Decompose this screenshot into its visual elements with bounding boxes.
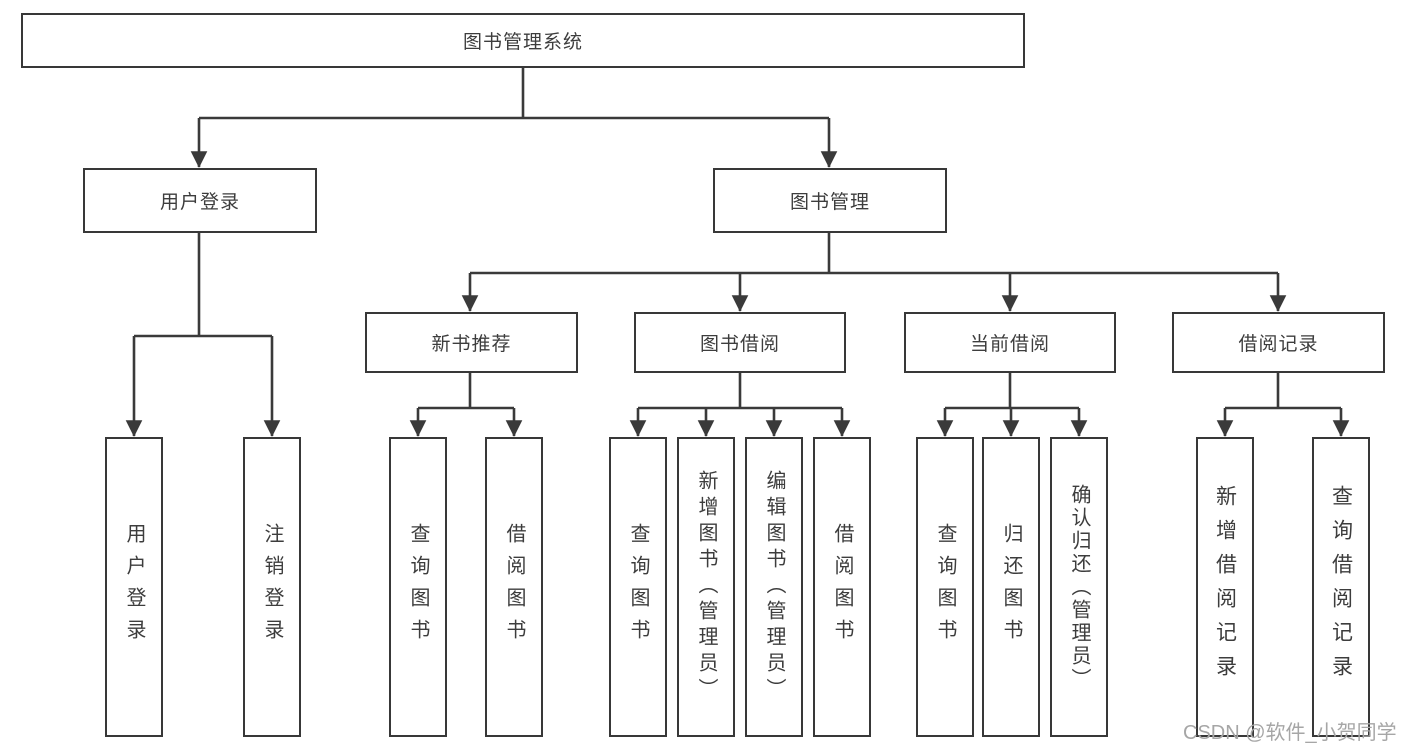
- node-current-borrowing-label: 当前借阅: [969, 334, 1050, 355]
- leaf-query-borrow-record: 查询借阅记录: [1312, 437, 1370, 737]
- leaf-logout: 注销登录: [243, 437, 301, 737]
- leaf-user-login-label: 用户登录: [123, 523, 145, 651]
- node-new-book-recommend: 新书推荐: [365, 312, 578, 373]
- leaf-query-books-current-label: 查询图书: [934, 523, 956, 651]
- leaf-borrow-books-borrowing-label: 借阅图书: [831, 523, 853, 651]
- leaf-confirm-return-admin-label: 确认归还（管理员）: [1068, 483, 1090, 691]
- leaf-user-login: 用户登录: [105, 437, 163, 737]
- leaf-edit-books-admin-label: 编辑图书（管理员）: [763, 470, 785, 704]
- leaf-edit-books-admin: 编辑图书（管理员）: [745, 437, 803, 737]
- node-book-management: 图书管理: [713, 168, 947, 233]
- leaf-confirm-return-admin: 确认归还（管理员）: [1050, 437, 1108, 737]
- node-borrowing-records-label: 借阅记录: [1238, 334, 1319, 355]
- leaf-borrow-books-borrowing: 借阅图书: [813, 437, 871, 737]
- leaf-query-borrow-record-label: 查询借阅记录: [1329, 485, 1353, 689]
- leaf-query-books-borrowing: 查询图书: [609, 437, 667, 737]
- leaf-query-books-borrowing-label: 查询图书: [627, 523, 649, 651]
- node-book-borrowing-label: 图书借阅: [699, 334, 780, 355]
- node-user-login: 用户登录: [83, 168, 317, 233]
- node-user-login-label: 用户登录: [159, 192, 240, 213]
- node-current-borrowing: 当前借阅: [904, 312, 1116, 373]
- node-root-label: 图书管理系统: [462, 32, 583, 53]
- node-root: 图书管理系统: [21, 13, 1025, 68]
- leaf-add-borrow-record-label: 新增借阅记录: [1213, 485, 1237, 689]
- leaf-add-books-admin: 新增图书（管理员）: [677, 437, 735, 737]
- leaf-borrow-books-recommend-label: 借阅图书: [503, 523, 525, 651]
- node-new-book-recommend-label: 新书推荐: [431, 334, 512, 355]
- watermark-text: CSDN @软件_小贺同学: [1183, 722, 1397, 744]
- leaf-add-borrow-record: 新增借阅记录: [1196, 437, 1254, 737]
- leaf-query-books-recommend-label: 查询图书: [407, 523, 429, 651]
- leaf-borrow-books-recommend: 借阅图书: [485, 437, 543, 737]
- node-borrowing-records: 借阅记录: [1172, 312, 1385, 373]
- leaf-return-books-label: 归还图书: [1000, 523, 1022, 651]
- leaf-logout-label: 注销登录: [261, 523, 283, 651]
- leaf-return-books: 归还图书: [982, 437, 1040, 737]
- leaf-query-books-current: 查询图书: [916, 437, 974, 737]
- leaf-add-books-admin-label: 新增图书（管理员）: [695, 470, 717, 704]
- leaf-query-books-recommend: 查询图书: [389, 437, 447, 737]
- node-book-management-label: 图书管理: [789, 192, 870, 213]
- node-book-borrowing: 图书借阅: [634, 312, 846, 373]
